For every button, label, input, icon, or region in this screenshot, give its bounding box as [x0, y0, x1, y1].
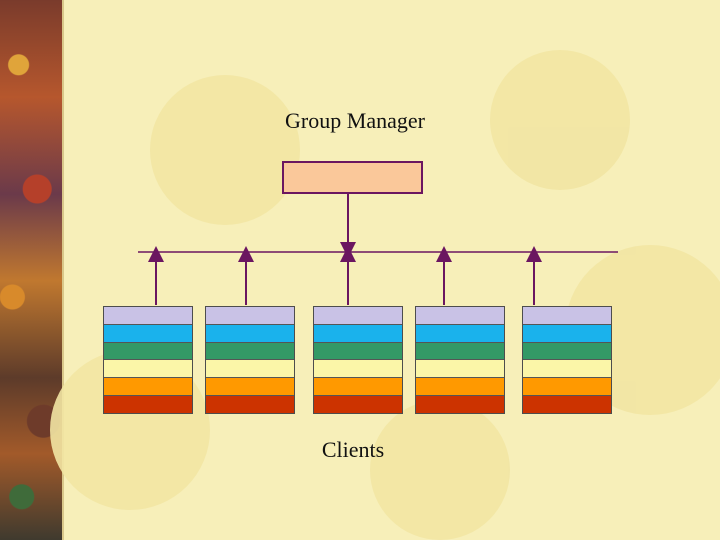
client-band [104, 378, 192, 397]
client-band [416, 360, 504, 379]
group-manager-box [282, 161, 423, 194]
client-band [314, 360, 402, 379]
client-band [523, 396, 611, 413]
client-band [523, 342, 611, 361]
client-band [523, 378, 611, 397]
group-manager-title: Group Manager [285, 108, 425, 133]
client-band [523, 324, 611, 343]
client-band [416, 342, 504, 361]
client-band [523, 360, 611, 379]
client-band [416, 307, 504, 325]
client-band [206, 342, 294, 361]
client-band [314, 396, 402, 413]
client-stack [313, 306, 403, 414]
client-band [104, 307, 192, 325]
client-band [104, 324, 192, 343]
client-band [206, 396, 294, 413]
client-band [314, 324, 402, 343]
client-band [416, 378, 504, 397]
client-band [206, 360, 294, 379]
client-stack [205, 306, 295, 414]
decorative-sidebar [0, 0, 62, 540]
client-band [314, 342, 402, 361]
clients-label: Clients [321, 437, 385, 462]
client-band [206, 378, 294, 397]
client-stack [415, 306, 505, 414]
client-band [104, 396, 192, 413]
client-band [104, 360, 192, 379]
client-band [314, 307, 402, 325]
client-band [416, 324, 504, 343]
client-stack [103, 306, 193, 414]
client-band [416, 396, 504, 413]
sidebar-divider [62, 0, 64, 540]
client-band [314, 378, 402, 397]
client-band [104, 342, 192, 361]
client-band [523, 307, 611, 325]
client-stack [522, 306, 612, 414]
client-band [206, 324, 294, 343]
client-band [206, 307, 294, 325]
